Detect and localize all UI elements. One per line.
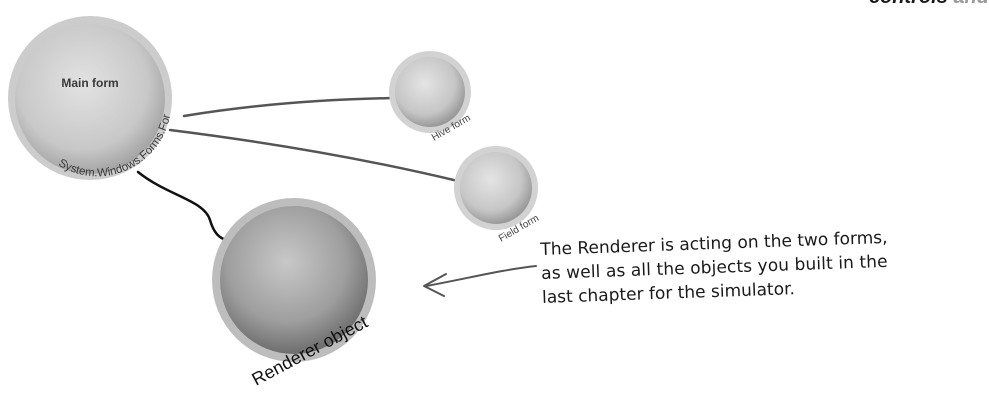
field-form-node: Field form: [454, 146, 541, 245]
link-main-hive: [182, 96, 398, 118]
chapter-header-fragment: controls and: [869, 0, 989, 9]
header-word-and: and: [953, 0, 989, 8]
main-form-node: Main form System.Windows.Forms.Form: [0, 0, 173, 180]
hive-form-node: Hive form: [389, 51, 473, 144]
link-main-field: [168, 128, 464, 184]
header-word-controls: controls: [869, 0, 948, 8]
main-form-label: Main form: [61, 76, 118, 90]
annotation-arrow: [423, 265, 537, 297]
link-main-renderer: [136, 170, 228, 242]
renderer-object-node: Renderer object: [212, 198, 376, 390]
